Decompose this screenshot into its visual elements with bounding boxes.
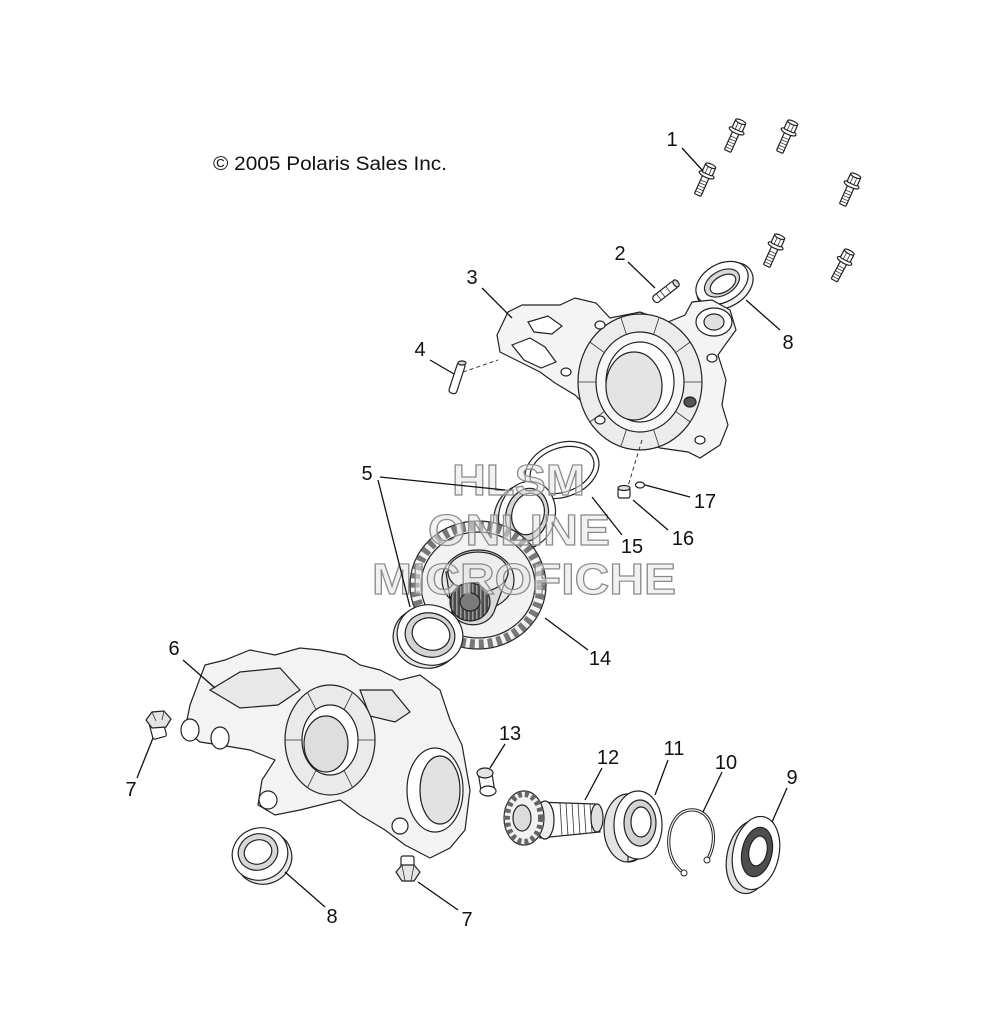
callout-13: 13 [499, 723, 521, 745]
callout-6: 6 [168, 638, 179, 660]
leader-line-3 [481, 287, 513, 319]
leader-line-5-upper [379, 476, 506, 491]
seal-bottom [231, 827, 293, 885]
callout-9: 9 [786, 767, 797, 789]
leader-line-15 [591, 496, 623, 536]
callout-17: 17 [694, 491, 716, 513]
leader-line-13 [489, 743, 506, 769]
leader-line-14 [544, 617, 589, 651]
housing-cover [496, 297, 737, 459]
fill-plug-left [145, 710, 172, 740]
leader-line-17 [644, 484, 691, 498]
leader-line-1 [681, 147, 704, 172]
leader-line-8-top [745, 299, 781, 331]
drain-plug [617, 484, 631, 499]
watermark-line-2: ONLINE [428, 506, 610, 555]
callout-7-left: 7 [125, 779, 136, 801]
leader-line-7-bottom [417, 881, 459, 911]
leader-line-2 [627, 261, 656, 289]
leader-line-12 [584, 767, 603, 801]
callout-11: 11 [664, 738, 685, 760]
callout-1: 1 [666, 129, 677, 151]
breather-fitting [652, 279, 680, 304]
dowel-pin [448, 360, 467, 395]
leader-line-6 [182, 659, 216, 689]
leader-line-10 [702, 771, 723, 813]
dowel-pin-dashed-guide [462, 359, 499, 373]
pinion-seal [725, 815, 781, 895]
snap-ring [667, 808, 716, 877]
callout-7-bottom: 7 [461, 909, 472, 931]
leader-line-8-bottom [284, 871, 326, 908]
main-housing [180, 647, 471, 859]
callout-16: 16 [672, 528, 694, 550]
callout-4: 4 [414, 339, 425, 361]
leader-line-9 [771, 787, 788, 823]
callout-10: 10 [715, 752, 737, 774]
drain-plug-dashed-guide [627, 439, 643, 487]
sealing-washer [634, 481, 646, 489]
seal-top [695, 260, 754, 311]
callout-2: 2 [614, 243, 625, 265]
callout-3: 3 [466, 267, 477, 289]
callout-15: 15 [621, 536, 643, 558]
callout-8-bottom: 8 [326, 906, 337, 928]
watermark-line-1: HLSM [452, 456, 585, 505]
watermark-line-3: MICROFICHE [372, 555, 676, 604]
callout-8-top: 8 [782, 332, 793, 354]
leader-line-4 [429, 359, 455, 375]
copyright-text: © 2005 Polaris Sales Inc. [213, 154, 447, 175]
pinion-shaft [503, 790, 604, 846]
fill-plug-bottom [395, 855, 421, 882]
leader-line-7-left [136, 737, 154, 779]
callout-12: 12 [597, 747, 619, 769]
callout-14: 14 [589, 648, 611, 670]
leader-line-16 [632, 499, 669, 531]
pinion-bearing [603, 790, 663, 863]
bearing-lower [392, 604, 464, 669]
callout-5: 5 [361, 463, 372, 485]
leader-line-11 [654, 759, 669, 796]
bushing [476, 767, 497, 797]
leader-line-5-lower [377, 479, 411, 608]
